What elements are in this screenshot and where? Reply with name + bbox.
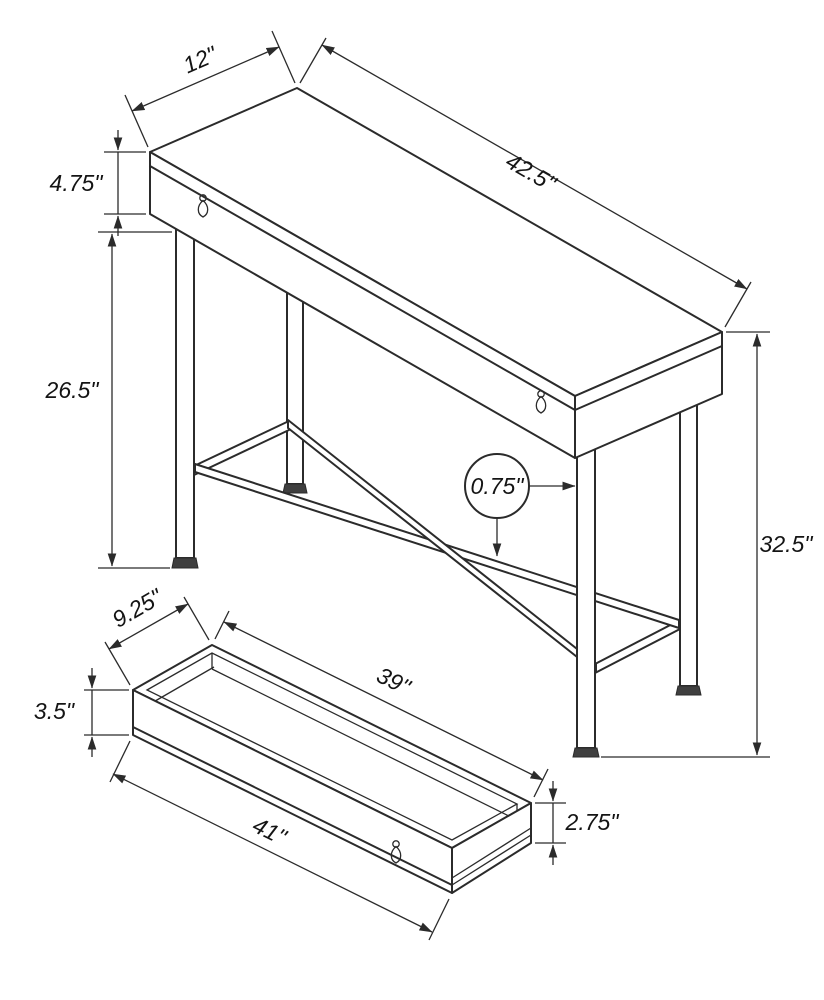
teardrop-pull-icon (535, 390, 547, 414)
front-left-leg (175, 225, 195, 559)
ext-line (271, 30, 296, 84)
dim-line-top-length (321, 44, 748, 290)
front-left-foot (171, 557, 199, 569)
dim-label-drawer-height: 3.5" (34, 698, 76, 724)
front-right-leg (576, 445, 596, 749)
x-brace-rear-to-front (287, 419, 597, 673)
ext-line (299, 37, 327, 84)
ext-line (428, 898, 450, 941)
dim-label-top-depth: 12" (179, 40, 222, 78)
dim-line-top-depth (131, 46, 280, 112)
left-end-rail (193, 420, 290, 476)
rear-right-leg (679, 401, 698, 687)
dim-label-drawer-inner-length: 39" (373, 662, 416, 701)
rear-right-foot (675, 685, 702, 696)
dim-label-leg-clearance: 26.5" (45, 377, 101, 403)
dim-label-drawer-depth: 9.25" (108, 583, 168, 633)
rear-left-foot (282, 483, 308, 494)
ext-line (214, 610, 230, 640)
ext-line (124, 94, 149, 148)
dim-label-total-height: 32.5" (760, 531, 815, 557)
dim-label-top-length: 42.5" (502, 148, 562, 198)
right-end-rail (594, 619, 681, 674)
dim-line-drawer-inner-length (223, 621, 544, 781)
front-right-foot (572, 747, 600, 758)
ext-line (109, 740, 131, 783)
rear-left-leg (286, 289, 304, 485)
drawer-glide-line-2 (451, 834, 532, 886)
dim-line-drawer-depth (108, 603, 189, 650)
ext-line (183, 596, 210, 641)
drawer-glide-line-1 (451, 827, 532, 879)
ext-line (533, 768, 549, 798)
dim-label-tube-size: 0.75" (471, 473, 526, 499)
dim-label-apron-height: 4.75" (50, 170, 105, 196)
drawer-inner-bottom-left-edge (149, 666, 215, 705)
teardrop-pull-icon (197, 194, 209, 218)
dim-line-drawer-outer-length (112, 773, 433, 933)
table-end-face (574, 331, 723, 459)
top-thickness-line-end (574, 345, 723, 411)
dim-label-drawer-side-height: 2.75" (565, 809, 621, 835)
